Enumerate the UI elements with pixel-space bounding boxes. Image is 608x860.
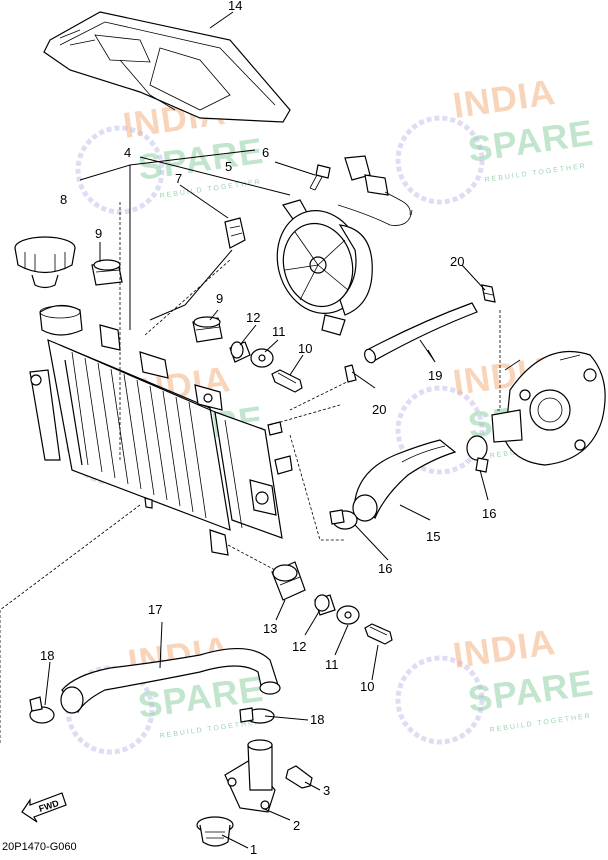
part-7-clip bbox=[224, 217, 246, 249]
part-19-hose bbox=[363, 302, 478, 364]
part-18-clamp-right bbox=[239, 707, 275, 724]
callout-12-lower: 12 bbox=[292, 639, 306, 654]
leader-lines bbox=[44, 11, 489, 849]
part-5-fan-assembly bbox=[276, 155, 413, 336]
part-17-hose bbox=[60, 647, 281, 714]
callout-17: 17 bbox=[148, 602, 162, 617]
dash-line-13 bbox=[227, 544, 276, 571]
dash-line-20 bbox=[289, 377, 356, 411]
callout-19: 19 bbox=[428, 368, 442, 383]
watermark-bottom-right: INDIA SPARE REBUILD TOGETHER bbox=[395, 621, 596, 745]
callout-11-upper: 11 bbox=[272, 324, 286, 339]
part-11-washer-upper bbox=[250, 348, 274, 368]
part-6-screw bbox=[309, 164, 331, 191]
callout-18-right: 18 bbox=[310, 712, 324, 727]
callout-20-upper: 20 bbox=[450, 254, 464, 269]
dash-line-10 bbox=[269, 404, 341, 426]
callout-16-right: 16 bbox=[482, 506, 496, 521]
callout-10-upper: 10 bbox=[298, 341, 312, 356]
bracket-line bbox=[184, 249, 233, 306]
callout-4: 4 bbox=[124, 145, 131, 160]
part-12-collar-upper bbox=[229, 341, 251, 363]
callout-6: 6 bbox=[262, 145, 269, 160]
part-10-bolt-lower bbox=[364, 623, 393, 645]
dash-line-9 bbox=[144, 259, 231, 336]
callout-11-lower: 11 bbox=[325, 657, 339, 672]
part-12-collar-lower bbox=[314, 594, 336, 616]
diagram-code: 20P1470-G060 bbox=[2, 841, 77, 853]
callout-16-left: 16 bbox=[378, 561, 392, 576]
callout-10-lower: 10 bbox=[360, 679, 374, 694]
callout-labels: 14 4 5 6 7 8 9 9 12 11 10 20 19 20 15 16… bbox=[40, 0, 496, 857]
part-20-clamp-upper bbox=[481, 284, 496, 303]
part-3-bolt bbox=[285, 765, 313, 789]
callout-3: 3 bbox=[323, 783, 330, 798]
callout-9-lower: 9 bbox=[216, 291, 223, 306]
part-2-pipe bbox=[224, 739, 276, 813]
dash-line-pump bbox=[495, 310, 501, 411]
callout-15: 15 bbox=[426, 529, 440, 544]
callout-18-left: 18 bbox=[40, 648, 54, 663]
leader-5 bbox=[139, 156, 291, 196]
callout-8: 8 bbox=[60, 192, 67, 207]
leader-6 bbox=[274, 161, 316, 176]
callout-14: 14 bbox=[228, 0, 242, 13]
callout-2: 2 bbox=[293, 818, 300, 833]
part-1-thermostat bbox=[196, 816, 234, 847]
callout-7: 7 bbox=[175, 171, 182, 186]
part-18-clamp-left bbox=[29, 696, 55, 724]
watermark-top-right: INDIA SPARE REBUILD TOGETHER bbox=[395, 71, 596, 205]
callout-13: 13 bbox=[263, 621, 277, 636]
part-16-clamp-right bbox=[466, 435, 489, 473]
callout-9-upper: 9 bbox=[95, 226, 102, 241]
callout-20-lower: 20 bbox=[372, 402, 386, 417]
leader-7 bbox=[179, 184, 229, 219]
part-16-clamp-left bbox=[329, 509, 358, 530]
part-9-grommet-upper bbox=[91, 259, 123, 286]
part-9-grommet-lower bbox=[192, 316, 223, 343]
callout-5: 5 bbox=[225, 159, 232, 174]
watermark-tagline: REBUILD TOGETHER bbox=[484, 163, 587, 184]
part-10-bolt-upper bbox=[271, 369, 303, 393]
part-15-hose bbox=[352, 439, 457, 522]
part-11-washer-lower bbox=[336, 605, 360, 625]
watermark-tagline: REBUILD TOGETHER bbox=[159, 719, 262, 740]
part-8-radiator-cap bbox=[14, 236, 76, 289]
callout-1: 1 bbox=[250, 842, 257, 855]
water-pump-housing bbox=[491, 351, 606, 466]
dash-line-16 bbox=[289, 434, 345, 541]
watermark-tagline: REBUILD TOGETHER bbox=[489, 713, 592, 734]
bracket-line-2 bbox=[149, 304, 186, 321]
fwd-arrow-icon: FWD bbox=[21, 792, 67, 823]
callout-12-upper: 12 bbox=[246, 310, 260, 325]
part-4-radiator bbox=[29, 304, 293, 556]
part-14-radiator-cover bbox=[43, 11, 291, 123]
part-20-clamp-lower bbox=[344, 364, 357, 383]
part-13-grommet bbox=[271, 561, 306, 601]
